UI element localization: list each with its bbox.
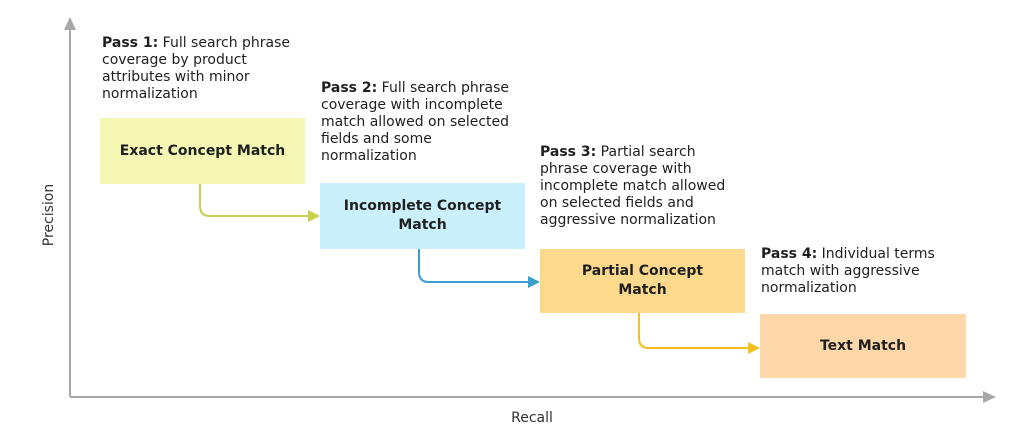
- x-axis-label: Recall: [511, 410, 553, 426]
- connector-2-3: [418, 249, 529, 283]
- pass-2-line: Full search phrase: [381, 80, 510, 96]
- stage-label: Partial Concept Match: [581, 263, 704, 298]
- pass-2-heading: Pass 2:: [321, 80, 378, 96]
- connector-3-4: [638, 313, 749, 349]
- pass-3-heading: Pass 3:: [540, 144, 597, 160]
- connector-3-4-arrow-icon: [748, 342, 760, 354]
- pass-2-description: Pass 2: Full search phrase coverage with…: [321, 80, 509, 165]
- pass-3-description: Pass 3: Partial search phrase coverage w…: [540, 144, 725, 229]
- pass-3-line: phrase coverage with: [540, 161, 692, 177]
- pass-2-line: fields and some: [321, 131, 432, 147]
- pass-4-line: Individual terms: [821, 246, 935, 262]
- pass-1-description: Pass 1: Full search phrase coverage by p…: [102, 35, 290, 103]
- stage-box-partial-concept-match: Partial Concept Match: [540, 249, 745, 313]
- pass-1-line: normalization: [102, 86, 198, 102]
- connector-2-3-arrow-icon: [528, 276, 540, 288]
- stage-label: Incomplete Concept Match: [343, 198, 502, 233]
- stage-label: Exact Concept Match: [119, 142, 286, 159]
- pass-4-heading: Pass 4:: [761, 246, 818, 262]
- pass-4-line: match with aggressive: [761, 263, 920, 279]
- x-axis-arrow-icon: [983, 391, 996, 403]
- stage-box-incomplete-concept-match: Incomplete Concept Match: [320, 183, 525, 249]
- pass-4-description: Pass 4: Individual terms match with aggr…: [761, 246, 935, 297]
- stage-box-exact-concept-match: Exact Concept Match: [100, 118, 305, 184]
- pass-1-line: Full search phrase: [162, 35, 291, 51]
- pass-3-line: aggressive normalization: [540, 212, 716, 228]
- pass-2-line: coverage with incomplete: [321, 97, 503, 113]
- pass-3-line: Partial search: [600, 144, 696, 160]
- pass-3-line: on selected fields and: [540, 195, 694, 211]
- connector-1-2: [199, 184, 309, 217]
- pass-1-line: coverage by product: [102, 52, 247, 68]
- connector-1-2-arrow-icon: [308, 210, 320, 222]
- stage-box-text-match: Text Match: [760, 314, 966, 378]
- y-axis-arrow-icon: [64, 17, 76, 30]
- pass-1-line: attributes with minor: [102, 69, 250, 85]
- pass-2-line: match allowed on selected: [321, 114, 510, 130]
- pass-2-line: normalization: [321, 148, 417, 164]
- pass-1-heading: Pass 1:: [102, 35, 159, 51]
- pass-4-line: normalization: [761, 280, 857, 296]
- stage-label: Text Match: [819, 337, 907, 354]
- pass-3-line: incomplete match allowed: [540, 178, 726, 194]
- y-axis-label: Precision: [41, 183, 57, 247]
